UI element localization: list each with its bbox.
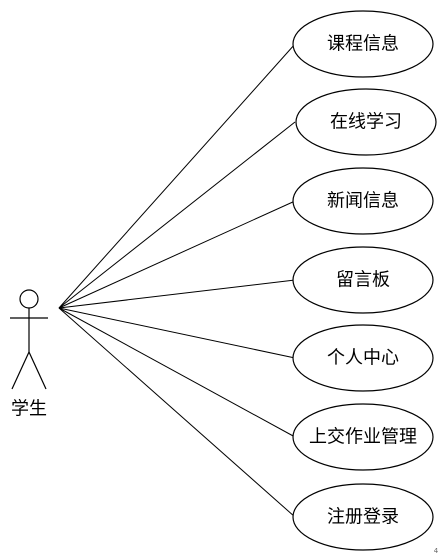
actor-head [19,289,39,309]
use-case-homework-management: 上交作业管理 [292,403,434,471]
use-case-course-info: 课程信息 [292,10,434,78]
use-case-label: 课程信息 [327,34,399,55]
use-case-message-board: 留言板 [292,246,434,314]
association-line [58,200,296,309]
use-case-ellipse [292,483,434,551]
use-case-online-learning: 在线学习 [295,88,437,156]
use-case-ellipse [292,10,434,78]
actor-right-leg [28,351,47,390]
use-case-register-login: 注册登录 [292,483,434,551]
association-line [58,43,296,309]
use-case-ellipse [292,246,434,314]
association-lines [58,43,296,518]
use-case-ellipse [295,88,437,156]
use-case-ellipse [292,324,434,392]
footer-mark: 4 [434,547,439,555]
use-case-label: 上交作业管理 [309,427,417,448]
use-case-label: 注册登录 [327,507,399,528]
use-case-label: 个人中心 [327,348,399,369]
actor-left-leg [11,351,30,390]
actor-student: 学生 [10,289,48,420]
use-case-label: 新闻信息 [327,191,399,212]
association-line [58,307,296,359]
use-case-ellipse [292,167,434,235]
use-case-news-info: 新闻信息 [292,167,434,235]
use-case-label: 留言板 [336,270,390,291]
use-case-label: 在线学习 [330,112,402,133]
association-line [58,307,296,438]
association-line [58,307,296,518]
use-case-personal-center: 个人中心 [292,324,434,392]
actor-label: 学生 [11,399,47,420]
association-line [58,279,296,309]
use-case-ellipse [292,403,434,471]
association-line [58,121,296,309]
